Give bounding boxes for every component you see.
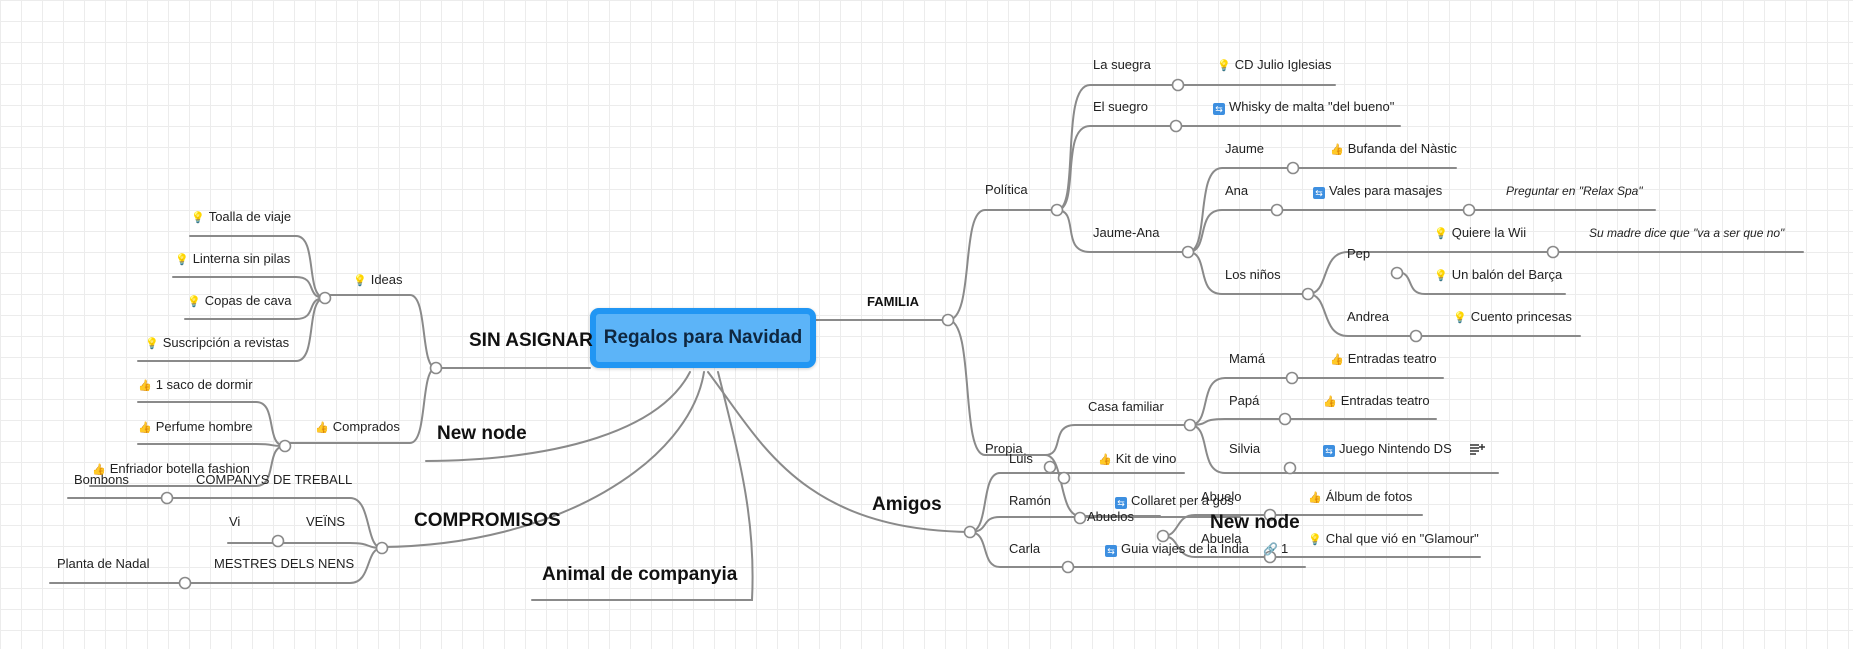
gift-cd-julio-iglesias[interactable]: 💡CD Julio Iglesias bbox=[1217, 57, 1332, 72]
node-silvia[interactable]: Silvia bbox=[1229, 441, 1261, 456]
thumbs-up-icon: 👍 bbox=[1330, 354, 1344, 366]
note-madre-dice[interactable]: Su madre dice que "va a ser que no" bbox=[1589, 226, 1785, 240]
idea-icon: 💡 bbox=[1308, 534, 1322, 546]
notes-icon[interactable] bbox=[1469, 443, 1485, 455]
node-jaume-ana[interactable]: Jaume-Ana bbox=[1093, 225, 1160, 240]
link-icon[interactable]: 🔗 bbox=[1263, 542, 1278, 556]
node-jaume[interactable]: Jaume bbox=[1225, 141, 1265, 156]
idea-linterna[interactable]: 💡Linterna sin pilas bbox=[175, 251, 291, 266]
bought-saco[interactable]: 👍1 saco de dormir bbox=[138, 377, 253, 392]
idea-icon: 💡 bbox=[1434, 228, 1448, 240]
node-vi[interactable]: Vi bbox=[229, 514, 241, 529]
idea-copas[interactable]: 💡Copas de cava bbox=[187, 293, 292, 308]
gift-entradas-teatro-mama[interactable]: 👍Entradas teatro bbox=[1330, 351, 1437, 366]
node-politica[interactable]: Política bbox=[985, 182, 1028, 197]
thumbs-up-icon: 👍 bbox=[138, 380, 152, 392]
swap-icon: ⇆ bbox=[1213, 103, 1225, 115]
node-planta-nadal[interactable]: Planta de Nadal bbox=[57, 556, 150, 571]
gift-nintendo-ds[interactable]: ⇆Juego Nintendo DS bbox=[1323, 441, 1452, 457]
thumbs-up-icon: 👍 bbox=[138, 422, 152, 434]
node-mestres[interactable]: MESTRES DELS NENS bbox=[214, 556, 355, 571]
thumbs-up-icon: 👍 bbox=[92, 464, 106, 476]
node-abuelo[interactable]: Abuelo bbox=[1201, 489, 1242, 504]
link-count: 1 bbox=[1281, 541, 1289, 556]
node-casa-familiar[interactable]: Casa familiar bbox=[1088, 399, 1164, 414]
node-ideas[interactable]: 💡Ideas bbox=[353, 272, 403, 287]
new-node-right[interactable]: New node bbox=[1210, 512, 1300, 533]
idea-icon: 💡 bbox=[1434, 270, 1448, 282]
gift-bufanda[interactable]: 👍Bufanda del Nàstic bbox=[1330, 141, 1457, 156]
idea-icon: 💡 bbox=[1453, 312, 1467, 324]
node-companys-treball[interactable]: COMPANYS DE TREBALL bbox=[196, 472, 353, 487]
gift-vales-masajes[interactable]: ⇆Vales para masajes bbox=[1313, 183, 1442, 199]
central-topic[interactable]: Regalos para Navidad bbox=[590, 308, 816, 368]
gift-chal-glamour[interactable]: 💡Chal que vió en "Glamour" bbox=[1308, 531, 1479, 546]
branch-sin-asignar[interactable]: SIN ASIGNAR bbox=[469, 330, 593, 351]
idea-icon: 💡 bbox=[1217, 60, 1231, 72]
node-los-ninos[interactable]: Los niños bbox=[1225, 267, 1281, 282]
idea-icon: 💡 bbox=[175, 254, 189, 266]
idea-toalla[interactable]: 💡Toalla de viaje bbox=[191, 209, 292, 224]
gift-balon-barca[interactable]: 💡Un balón del Barça bbox=[1434, 267, 1563, 282]
node-bombons[interactable]: Bombons bbox=[74, 472, 129, 487]
node-abuelos[interactable]: Abuelos bbox=[1087, 509, 1134, 524]
node-ramon[interactable]: Ramón bbox=[1009, 493, 1051, 508]
node-papa[interactable]: Papá bbox=[1229, 393, 1260, 408]
node-carla[interactable]: Carla bbox=[1009, 541, 1041, 556]
idea-icon: 💡 bbox=[187, 296, 201, 308]
gift-album-fotos[interactable]: 👍Álbum de fotos bbox=[1308, 489, 1413, 504]
node-ana[interactable]: Ana bbox=[1225, 183, 1249, 198]
idea-icon: 💡 bbox=[353, 275, 367, 287]
thumbs-up-icon: 👍 bbox=[1323, 396, 1337, 408]
gift-cuento-princesas[interactable]: 💡Cuento princesas bbox=[1453, 309, 1572, 324]
node-veins[interactable]: VEÏNS bbox=[306, 514, 346, 529]
gift-collaret[interactable]: ⇆Collaret per a gos bbox=[1115, 493, 1234, 509]
gift-guia-india[interactable]: ⇆Guia viajes de la India bbox=[1105, 541, 1249, 557]
node-mama[interactable]: Mamá bbox=[1229, 351, 1266, 366]
new-node-left[interactable]: New node bbox=[437, 423, 527, 444]
thumbs-up-icon: 👍 bbox=[315, 422, 329, 434]
gift-whisky[interactable]: ⇆Whisky de malta "del bueno" bbox=[1213, 99, 1394, 115]
thumbs-up-icon: 👍 bbox=[1098, 454, 1112, 466]
idea-suscripcion[interactable]: 💡Suscripción a revistas bbox=[145, 335, 290, 350]
node-el-suegro[interactable]: El suegro bbox=[1093, 99, 1148, 114]
node-la-suegra[interactable]: La suegra bbox=[1093, 57, 1151, 72]
branch-familia[interactable]: FAMILIA bbox=[867, 294, 919, 309]
node-pep[interactable]: Pep bbox=[1347, 246, 1371, 261]
gift-wii[interactable]: 💡Quiere la Wii bbox=[1434, 225, 1527, 240]
gift-entradas-teatro-papa[interactable]: 👍Entradas teatro bbox=[1323, 393, 1430, 408]
gift-kit-vino[interactable]: 👍Kit de vino bbox=[1098, 451, 1177, 466]
node-comprados[interactable]: 👍Comprados bbox=[315, 419, 400, 434]
note-relax-spa[interactable]: Preguntar en "Relax Spa" bbox=[1506, 184, 1643, 198]
node-andrea[interactable]: Andrea bbox=[1347, 309, 1389, 324]
branch-compromisos[interactable]: COMPROMISOS bbox=[414, 510, 561, 531]
swap-icon: ⇆ bbox=[1323, 445, 1335, 457]
idea-icon: 💡 bbox=[191, 212, 205, 224]
swap-icon: ⇆ bbox=[1313, 187, 1325, 199]
node-abuela[interactable]: Abuela bbox=[1201, 531, 1242, 546]
branch-animal-companyia[interactable]: Animal de companyia bbox=[542, 564, 738, 585]
swap-icon: ⇆ bbox=[1115, 497, 1127, 509]
bought-perfume[interactable]: 👍Perfume hombre bbox=[138, 419, 253, 434]
swap-icon: ⇆ bbox=[1105, 545, 1117, 557]
idea-icon: 💡 bbox=[145, 338, 159, 350]
thumbs-up-icon: 👍 bbox=[1330, 144, 1344, 156]
thumbs-up-icon: 👍 bbox=[1308, 492, 1322, 504]
bought-enfriador[interactable]: 👍Enfriador botella fashion bbox=[92, 461, 250, 476]
node-luis[interactable]: Luis bbox=[1009, 451, 1033, 466]
branch-amigos[interactable]: Amigos bbox=[872, 494, 942, 515]
node-propia[interactable]: Propia bbox=[985, 441, 1023, 456]
